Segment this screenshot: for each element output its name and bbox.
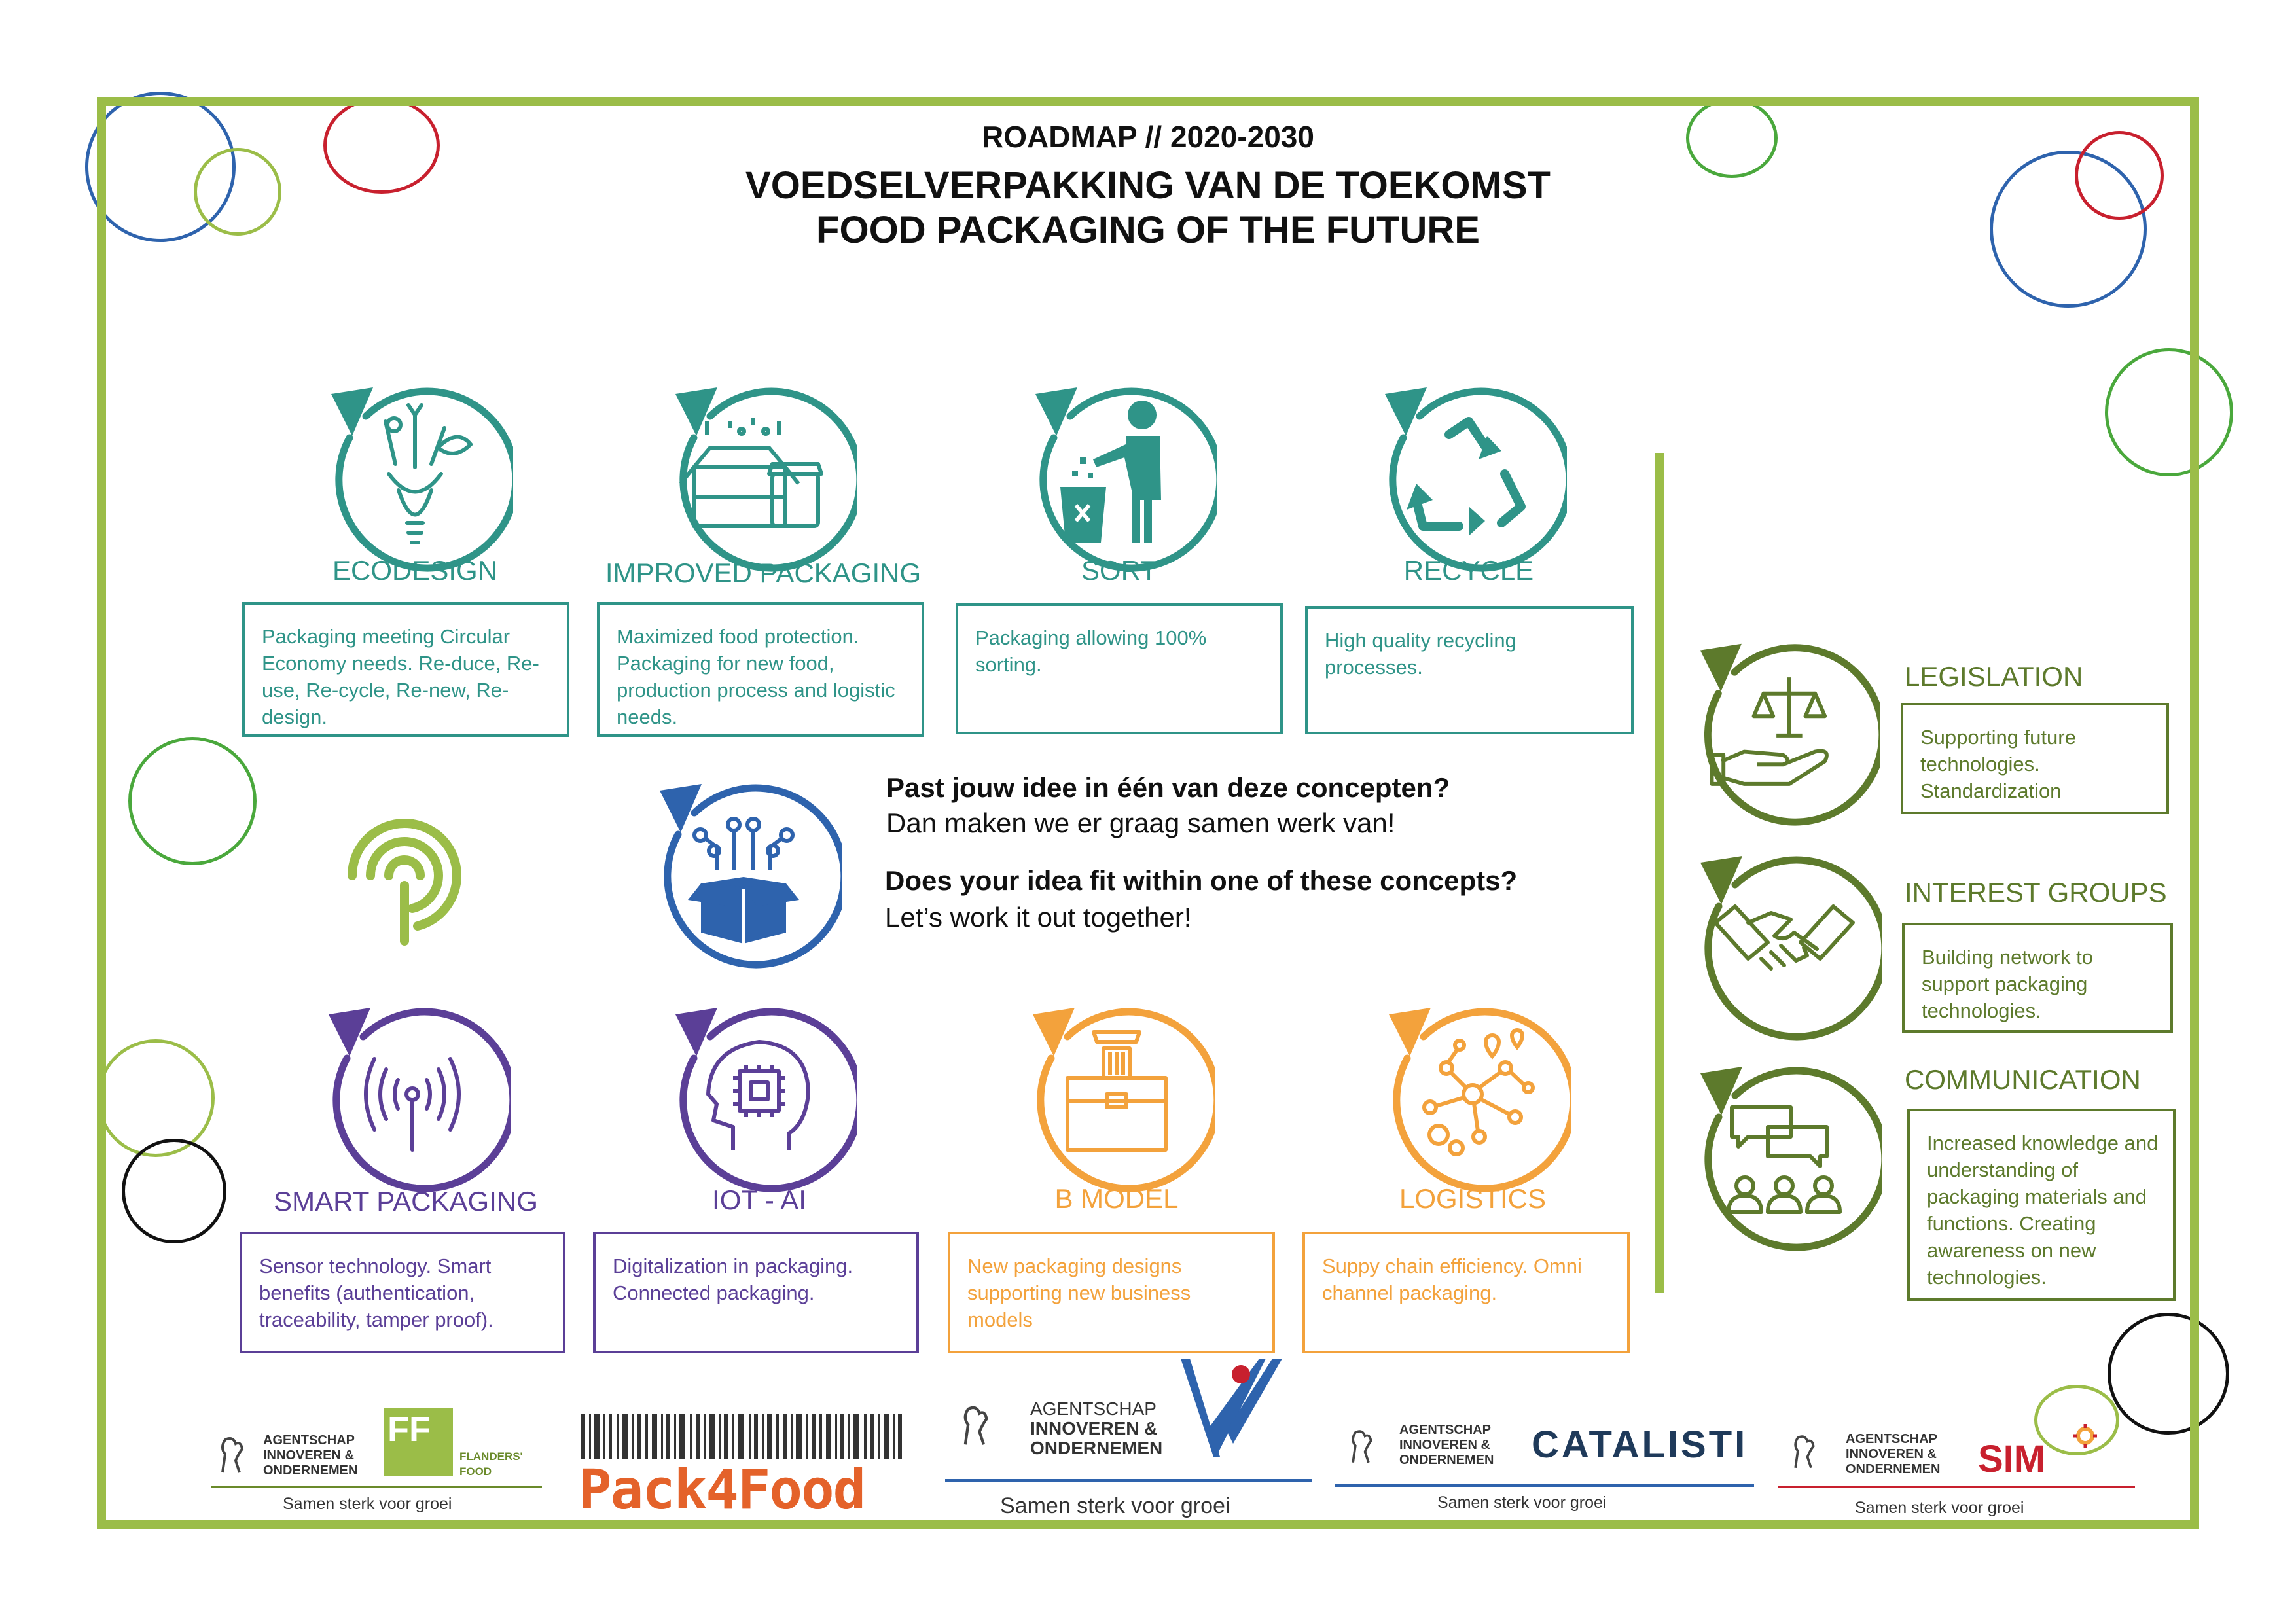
concept-box-legislation: Supporting future technologies. Standard…: [1901, 703, 2169, 814]
logo-sim: AGENTSCHAP INNOVEREN & ONDERNEMEN SIM Sa…: [1778, 1418, 2135, 1526]
chat-people-icon: [1686, 1055, 1882, 1251]
head-chip-icon: [661, 996, 857, 1192]
logo-underline: [1335, 1484, 1754, 1487]
concept-box-improved-packaging: Maximized food protection. Packaging for…: [597, 602, 924, 737]
ff-text: FLANDERS' FOOD: [459, 1449, 523, 1479]
decor-circle: [1990, 151, 2147, 308]
decor-circle: [2034, 1385, 2119, 1455]
agency-line: INNOVEREN &: [1399, 1438, 1490, 1452]
handshake-icon: [1686, 844, 1882, 1041]
tagline: Samen sterk voor groei: [1855, 1499, 2024, 1517]
vlaio-v-mark: [1181, 1359, 1282, 1457]
concept-box-interest-groups: Building network to support packaging te…: [1902, 923, 2173, 1033]
title-english: FOOD PACKAGING OF THE FUTURE: [816, 209, 1480, 251]
title-dutch: VOEDSELVERPAKKING VAN DE TOEKOMST: [745, 164, 1551, 207]
concept-label-logistics: LOGISTICS: [1399, 1183, 1547, 1214]
ff-mark: FF: [384, 1408, 453, 1476]
concept-box-b-model: New packaging designs supporting new bus…: [948, 1232, 1275, 1353]
concept-label-sort: SORT: [1081, 555, 1157, 586]
concept-label-legislation: LEGISLATION: [1905, 661, 2083, 692]
roadmap-label: ROADMAP // 2020-2030: [982, 120, 1314, 154]
agency-line: AGENTSCHAP: [1846, 1432, 1938, 1446]
flemish-lion-icon: [221, 1437, 244, 1473]
concept-label-iot-ai: IOT - AI: [712, 1185, 806, 1215]
concept-box-smart-packaging: Sensor technology. Smart benefits (authe…: [240, 1232, 565, 1353]
concept-box-communication: Increased knowledge and understanding of…: [1907, 1109, 2176, 1301]
question-english-sub: Let’s work it out together!: [885, 902, 1192, 933]
question-dutch: Past jouw idee in één van deze concepten…: [886, 772, 1450, 804]
flemish-lion-icon: [1352, 1430, 1372, 1463]
recycle-icon: [1371, 376, 1567, 572]
logo-catalisti: AGENTSCHAP INNOVEREN & ONDERNEMEN CATALI…: [1335, 1418, 1754, 1522]
flemish-lion-icon: [963, 1406, 988, 1445]
agency-line: AGENTSCHAP: [263, 1433, 355, 1448]
decor-circle: [128, 737, 257, 865]
agency-name: AGENTSCHAP INNOVEREN & ONDERNEMEN: [1846, 1432, 1940, 1477]
person-trash-bin-icon: [1021, 376, 1217, 572]
question-dutch-bold: Past jouw idee in één van deze concepten…: [886, 772, 1450, 803]
antenna-signal-icon: [314, 996, 511, 1192]
network-nodes-icon: [1374, 996, 1571, 1192]
decor-circle: [2075, 131, 2164, 220]
agency-line: INNOVEREN &: [1846, 1447, 1937, 1461]
agency-line: ONDERNEMEN: [1399, 1453, 1494, 1467]
agency-line: ONDERNEMEN: [1846, 1462, 1941, 1476]
concept-label-smart-packaging: SMART PACKAGING: [274, 1186, 538, 1217]
sim-wordmark: SIM: [1978, 1438, 2046, 1480]
logo-flanders-food: AGENTSCHAP INNOVEREN & ONDERNEMEN FF FLA…: [211, 1407, 542, 1518]
decor-circle: [194, 148, 281, 236]
decor-circle: [2105, 348, 2233, 476]
agency-line: INNOVEREN &: [263, 1448, 354, 1463]
concept-box-iot-ai: Digitalization in packaging. Connected p…: [593, 1232, 919, 1353]
lightbulb-design-icon: [317, 376, 513, 572]
concept-label-interest-groups: INTEREST GROUPS: [1905, 877, 2167, 908]
concept-box-ecodesign: Packaging meeting Circular Economy needs…: [242, 602, 569, 737]
tagline: Samen sterk voor groei: [1437, 1493, 1607, 1512]
pack4food-wordmark: Pack4Food: [579, 1457, 866, 1522]
agency-name: AGENTSCHAP INNOVEREN & ONDERNEMEN: [1399, 1423, 1494, 1468]
ff-text-line: FLANDERS': [459, 1450, 523, 1463]
tagline: Samen sterk voor groei: [1000, 1493, 1230, 1518]
question-english-bold: Does your idea fit within one of these c…: [885, 865, 1518, 896]
barcode-icon: [581, 1414, 902, 1459]
concept-label-communication: COMMUNICATION: [1905, 1064, 2141, 1095]
agency-line: INNOVEREN &: [1030, 1418, 1158, 1438]
idea-box-icon: [645, 772, 842, 969]
agency-name: AGENTSCHAP INNOVEREN & ONDERNEMEN: [1030, 1399, 1162, 1458]
vertical-divider: [1655, 453, 1664, 1293]
concept-box-logistics: Suppy chain efficiency. Omni channel pac…: [1302, 1232, 1630, 1353]
agency-name: AGENTSCHAP INNOVEREN & ONDERNEMEN: [263, 1433, 357, 1478]
concept-label-b-model: B MODEL: [1054, 1183, 1179, 1214]
decor-circle: [2108, 1313, 2229, 1435]
concept-label-improved-packaging: IMPROVED PACKAGING: [605, 558, 922, 588]
agency-line: ONDERNEMEN: [1030, 1438, 1163, 1458]
agency-line: ONDERNEMEN: [263, 1463, 358, 1478]
package-boxes-icon: [661, 376, 857, 572]
decor-circle: [122, 1139, 226, 1243]
ff-text-line: FOOD: [459, 1465, 492, 1478]
question-dutch-sub: Dan maken we er graag samen werk van!: [886, 808, 1395, 838]
signal-target-icon: [348, 819, 462, 946]
catalisti-wordmark: CATALISTI: [1532, 1423, 1748, 1466]
pack4food-text: Pack4Food: [579, 1457, 866, 1522]
logo-underline: [945, 1479, 1312, 1482]
logo-vlaio: AGENTSCHAP INNOVEREN & ONDERNEMEN Samen …: [945, 1359, 1312, 1522]
tagline: Samen sterk voor groei: [283, 1495, 452, 1513]
gear-icon: [2073, 1424, 2097, 1448]
scales-hand-icon: [1686, 632, 1880, 826]
logo-pack4food: Pack4Food: [579, 1414, 907, 1526]
question-english: Does your idea fit within one of these c…: [885, 865, 1517, 897]
concept-label-recycle: RECYCLE: [1403, 555, 1534, 586]
flemish-lion-icon: [1794, 1435, 1815, 1469]
agency-line: AGENTSCHAP: [1399, 1423, 1492, 1437]
concept-box-sort: Packaging allowing 100% sorting.: [956, 603, 1283, 734]
concept-box-recycle: High quality recycling processes.: [1305, 606, 1634, 734]
briefcase-icon: [1018, 996, 1215, 1192]
agency-line: AGENTSCHAP: [1030, 1399, 1157, 1419]
logo-underline: [1778, 1486, 2135, 1488]
logo-underline: [211, 1486, 542, 1488]
page-frame: [97, 97, 2199, 1529]
concept-label-ecodesign: ECODESIGN: [332, 555, 498, 586]
